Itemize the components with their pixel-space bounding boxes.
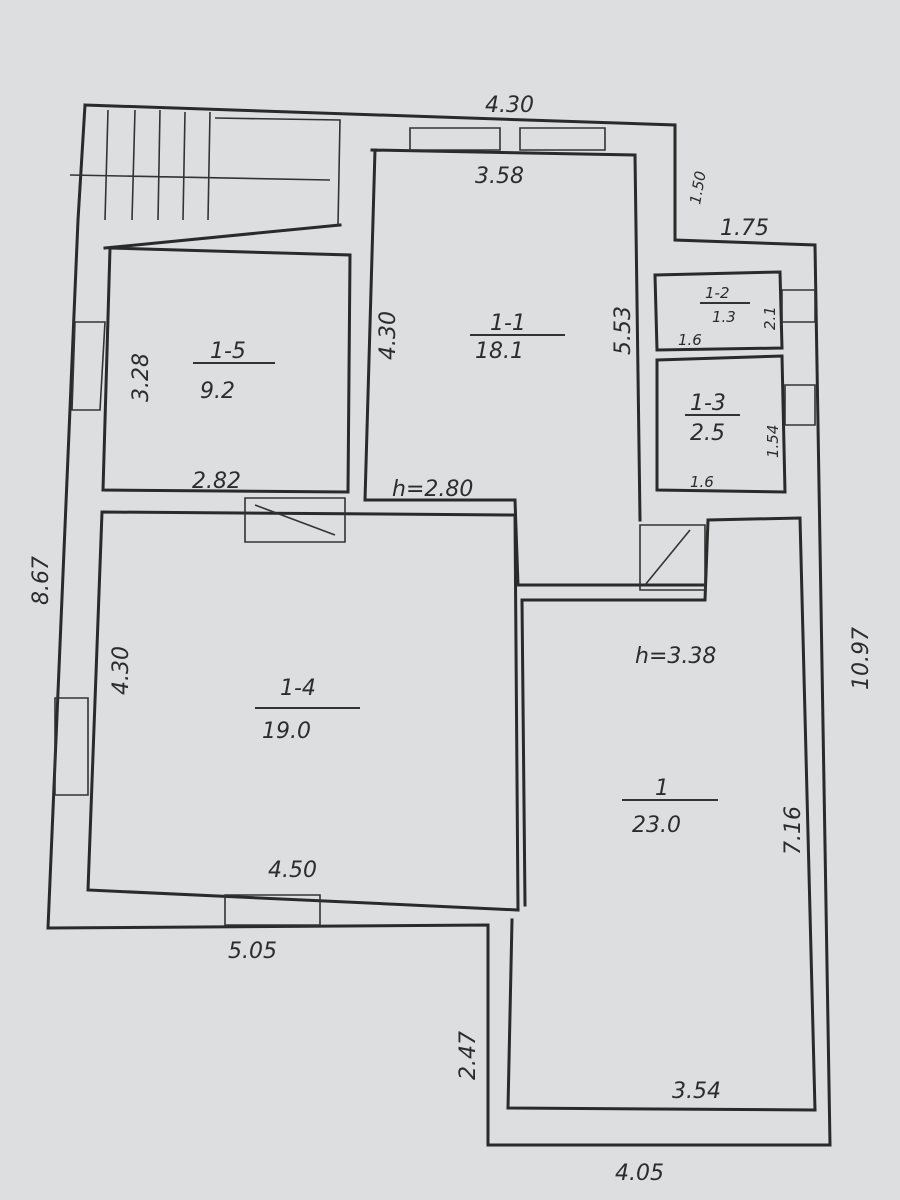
room-area: 9.2 [200, 379, 235, 404]
room-area: 18.1 [475, 339, 524, 364]
room-id: 1-3 [690, 391, 726, 416]
dim-notch-vertical: 1.50 [686, 170, 710, 206]
ceiling-height-2: h=3.38 [635, 644, 716, 669]
room-1-4: 1-4 19.0 [255, 676, 360, 744]
dim-room-1-4-left: 4.30 [109, 646, 134, 695]
room-1-2: 1-2 1.3 [700, 284, 750, 326]
dim-room-1-1-height: 5.53 [611, 306, 636, 355]
dim-room-1-4-bottom: 4.50 [268, 858, 317, 883]
dimension-labels: 4.30 3.58 1.50 1.75 5.53 4.30 3.28 2.82 … [29, 93, 874, 1186]
room-id: 1-1 [490, 311, 526, 336]
dim-notch-horizontal: 1.75 [720, 216, 769, 241]
room-1-3: 1-3 2.5 [685, 391, 740, 446]
room-id: 1-2 [705, 284, 730, 302]
dim-room-1-5-wall: 4.30 [376, 311, 401, 360]
dim-top-inner: 3.58 [475, 164, 524, 189]
outer-walls [46, 103, 832, 1147]
room-area: 19.0 [262, 719, 311, 744]
room-area: 23.0 [632, 813, 681, 838]
dim-room-1-5-bottom: 2.82 [192, 469, 241, 494]
dim-left-outer: 8.67 [29, 556, 54, 605]
dim-room-1-3-bottom: 1.6 [690, 473, 714, 491]
dim-bottom-right-outer: 4.05 [615, 1161, 664, 1186]
room-1-5: 1-5 9.2 [193, 339, 275, 404]
room-id: 1-5 [210, 339, 246, 364]
dim-room-1-right: 7.16 [781, 806, 806, 855]
room-area: 2.5 [690, 421, 725, 446]
room-1-1: 1-1 18.1 [470, 311, 565, 364]
dim-top-outer: 4.30 [485, 93, 534, 118]
room-1: 1 23.0 [622, 776, 718, 838]
room-id: 1-4 [280, 676, 316, 701]
dim-room-1-2-side: 2.1 [761, 306, 779, 330]
dim-room-1-bottom: 3.54 [672, 1079, 721, 1104]
dim-bottom-step: 2.47 [456, 1031, 481, 1080]
dim-bottom-left-outer: 5.05 [228, 939, 277, 964]
stairs [69, 109, 341, 226]
room-id: 1 [655, 776, 669, 801]
dim-room-1-2-bottom: 1.6 [678, 331, 702, 349]
room-area: 1.3 [712, 308, 736, 326]
dim-room-1-3-side: 1.54 [764, 425, 782, 458]
ceiling-height-1: h=2.80 [392, 477, 473, 502]
windows [54, 127, 816, 926]
dim-room-1-5-left: 3.28 [129, 353, 154, 402]
dim-right-outer: 10.97 [849, 627, 874, 690]
